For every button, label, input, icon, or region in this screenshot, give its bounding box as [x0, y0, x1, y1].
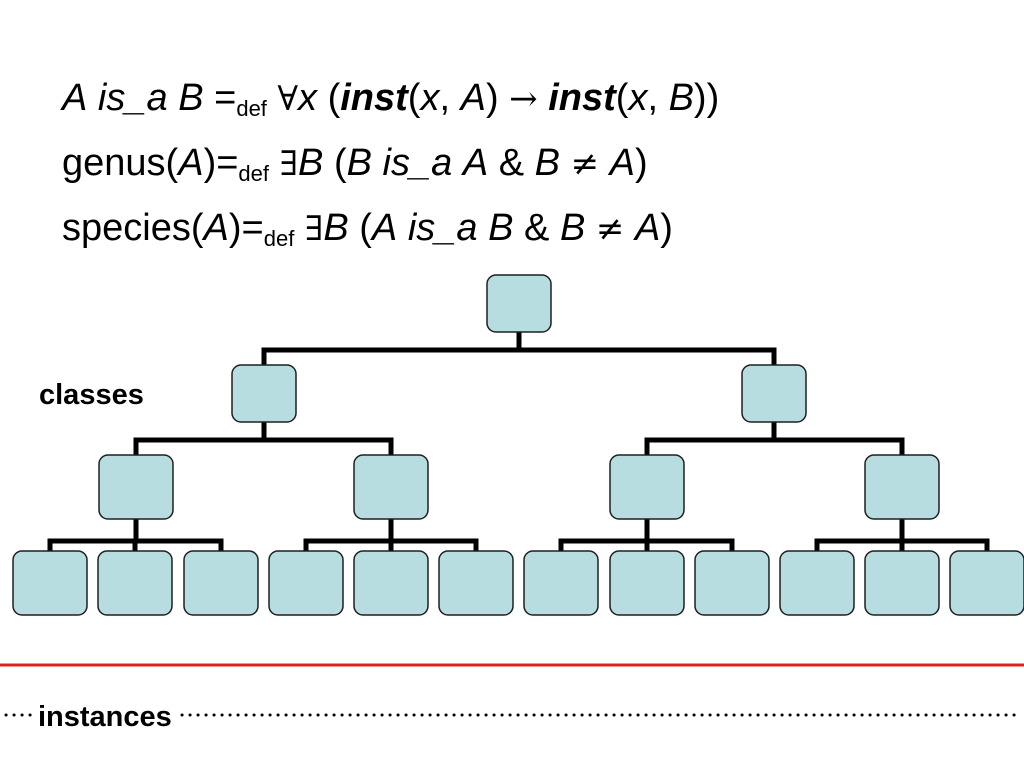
class-node [486, 274, 552, 333]
instances-label: instances [34, 700, 178, 734]
leaf-class-node [268, 550, 344, 616]
classes-label: classes [39, 379, 144, 411]
leaf-class-node [523, 550, 599, 616]
leaf-class-node [779, 550, 855, 616]
leaf-class-node [438, 550, 514, 616]
var-x: x [420, 77, 440, 119]
forall-symbol: ∀ [277, 79, 299, 119]
leaf-class-node [949, 550, 1024, 616]
formula-species-definition: species(A)=def ∃B (A is_a B & B ≠ A) [62, 206, 673, 251]
var-b: B [178, 77, 204, 119]
not-equal-symbol: ≠ [570, 144, 600, 184]
leaf-class-node [183, 550, 259, 616]
var-b: B [559, 207, 586, 249]
def-subscript: def [263, 226, 295, 251]
genus-function: genus( [62, 142, 179, 184]
is-a-relation: is_a [97, 77, 168, 119]
var-b: B [298, 142, 324, 184]
not-equal-symbol: ≠ [595, 209, 625, 249]
var-b: B [668, 77, 694, 119]
ampersand: & [498, 142, 525, 184]
var-a: A [371, 207, 398, 249]
var-a: A [634, 207, 661, 249]
paren-close: ) [660, 207, 673, 249]
equals-sign: = [214, 77, 237, 119]
implies-arrow: → [509, 79, 538, 119]
is-a-relation: is_a [382, 142, 453, 184]
equals-sign: = [241, 207, 264, 249]
paren-close: )) [693, 77, 720, 119]
inst-function: inst [548, 77, 616, 119]
equals-sign: = [216, 142, 239, 184]
comma: , [647, 77, 669, 119]
class-node [609, 454, 685, 520]
var-a: A [203, 207, 229, 249]
leaf-class-node [864, 550, 940, 616]
inst-function: inst [340, 77, 408, 119]
ampersand: & [524, 207, 550, 249]
var-b: B [346, 142, 372, 184]
comma: , [439, 77, 461, 119]
class-node [741, 364, 807, 423]
var-a: A [462, 142, 489, 184]
paren-close: ) [203, 142, 217, 184]
exists-symbol: ∃ [304, 209, 324, 249]
class-node [353, 454, 429, 520]
leaf-class-node [609, 550, 685, 616]
paren-open: ( [333, 142, 347, 184]
var-b: B [488, 207, 514, 249]
tree-nodes [12, 274, 1024, 616]
formula-genus-definition: genus(A)=def ∃B (B is_a A & B ≠ A) [62, 141, 648, 186]
def-subscript: def [238, 161, 270, 186]
leaf-class-node [97, 550, 173, 616]
paren-open: ( [327, 77, 341, 119]
var-x: x [298, 77, 318, 119]
leaf-class-node [12, 550, 88, 616]
species-function: species( [62, 207, 204, 249]
leaf-class-node [694, 550, 770, 616]
var-x: x [628, 77, 648, 119]
tree-connectors [47, 332, 990, 551]
var-a: A [609, 142, 635, 184]
def-subscript: def [236, 96, 267, 121]
paren-open: ( [615, 77, 629, 119]
is-a-relation: is_a [407, 207, 478, 249]
paren-close: ) [228, 207, 242, 249]
var-b: B [534, 142, 561, 184]
formula-is-a-definition: A is_a B =def ∀x (inst(x, A) → inst(x, B… [62, 76, 719, 121]
class-node [98, 454, 174, 520]
var-a: A [460, 77, 486, 119]
paren-open: ( [359, 207, 372, 249]
exists-symbol: ∃ [279, 144, 299, 184]
class-node [864, 454, 940, 520]
paren-close: ) [635, 142, 648, 184]
paren-close: ) [485, 77, 499, 119]
paren-open: ( [407, 77, 421, 119]
leaf-class-node [353, 550, 429, 616]
var-b: B [323, 207, 349, 249]
class-node [231, 364, 297, 423]
var-a: A [178, 142, 204, 184]
var-a: A [62, 77, 88, 119]
